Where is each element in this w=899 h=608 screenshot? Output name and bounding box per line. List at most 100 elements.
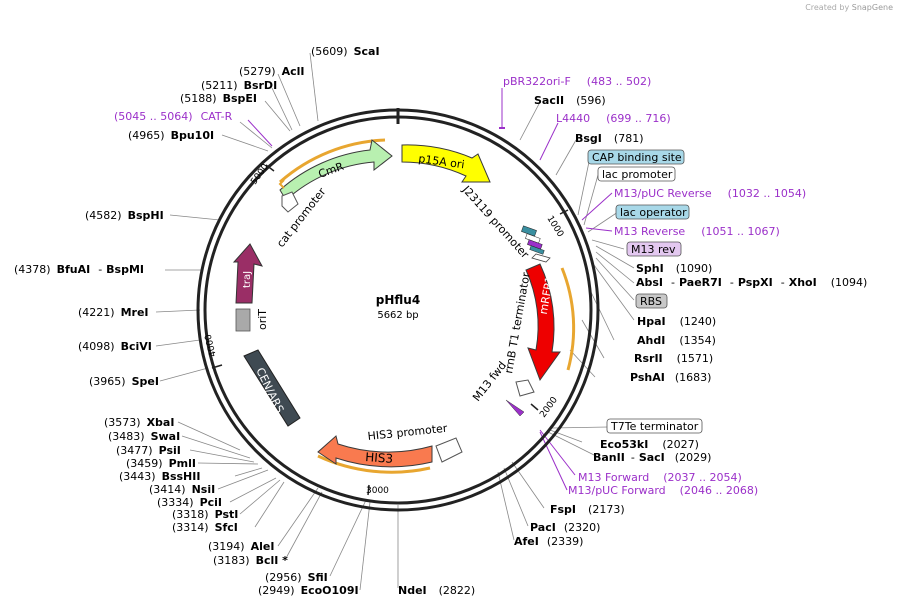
j23119-label[interactable]: J23119 promoter — [459, 183, 532, 262]
site-spei[interactable]: (3965)SpeI — [89, 375, 159, 388]
site-bsrdi[interactable]: (5211)BsrDI — [201, 79, 277, 92]
feature-cen-ars[interactable]: CEN/ARS — [243, 349, 301, 427]
svg-text:CAP binding site: CAP binding site — [592, 151, 682, 164]
m13-fwd-label: M13 fwd — [470, 359, 509, 404]
site-bsgi[interactable]: BsgI(781) — [575, 132, 644, 145]
svg-text:T7Te terminator: T7Te terminator — [610, 420, 699, 433]
site-psii[interactable]: (3477)PsiI — [116, 444, 181, 457]
credit-brand: SnapGene — [851, 3, 893, 12]
site-bspei[interactable]: (5188)BspEI — [180, 92, 257, 105]
svg-text:M13 Forward(2037 .. 2054): M13 Forward(2037 .. 2054) — [578, 471, 742, 484]
svg-text:(3314)SfcI: (3314)SfcI — [172, 521, 238, 534]
feature-rrnb-t1[interactable]: rrnB T1 terminator — [502, 271, 535, 397]
feature-lac-operator[interactable]: lac operator — [615, 204, 690, 220]
tick-marks — [211, 164, 569, 496]
site-bsphi[interactable]: (4582)BspHI — [85, 209, 164, 222]
site-ahdi[interactable]: AhdI(1354) — [637, 334, 716, 347]
site-sacii[interactable]: SacII(596) — [534, 94, 606, 107]
svg-text:M13/pUC Reverse(1032 .. 1054): M13/pUC Reverse(1032 .. 1054) — [614, 187, 806, 200]
site-bsshii[interactable]: (3443)BssHII — [119, 470, 200, 483]
svg-text:BsgI(781): BsgI(781) — [575, 132, 644, 145]
svg-text:(3414)NsiI: (3414)NsiI — [149, 483, 215, 496]
feature-rbs[interactable]: RBS — [635, 293, 668, 309]
site-pmli[interactable]: (3459)PmlI — [126, 457, 196, 470]
svg-text:Eco53kI(2027): Eco53kI(2027) — [600, 438, 699, 451]
feature-t7te-terminator[interactable]: T7Te terminator — [606, 418, 703, 434]
svg-text:(2949)EcoO109I: (2949)EcoO109I — [258, 584, 359, 597]
svg-text:(5045 .. 5064)CAT-R: (5045 .. 5064)CAT-R — [114, 110, 233, 123]
svg-text:AfeI(2339): AfeI(2339) — [514, 535, 583, 548]
leader-lines — [155, 52, 635, 591]
svg-text:(3318)PstI: (3318)PstI — [172, 508, 238, 521]
primer-m13-reverse[interactable]: M13 Reverse(1051 .. 1067) — [614, 225, 780, 238]
site-pcii[interactable]: (3334)PciI — [157, 496, 222, 509]
site-xbai[interactable]: (3573)XbaI — [104, 416, 174, 429]
site-pshai[interactable]: PshAI(1683) — [630, 371, 711, 384]
feature-cap-site[interactable]: CAP binding site — [587, 149, 685, 165]
site-paci[interactable]: PacI(2320) — [530, 521, 600, 534]
p15a-ori-label: p15A ori — [418, 152, 466, 171]
tick-label-2000: 2000 — [538, 395, 560, 420]
site-nsii[interactable]: (3414)NsiI — [149, 483, 215, 496]
site-bpu10i[interactable]: (4965)Bpu10I — [128, 129, 214, 142]
primer-m13-pucrev[interactable]: M13/pUC Reverse(1032 .. 1054) — [614, 187, 806, 200]
site-ndei[interactable]: NdeI(2822) — [398, 584, 475, 597]
feature-m13-rev[interactable]: M13 rev — [626, 241, 682, 257]
feature-p15a-ori[interactable]: p15A ori — [401, 144, 491, 183]
site-sfii[interactable]: (2956)SfiI — [265, 571, 328, 584]
feature-mrfp1[interactable]: mRFP1 — [525, 263, 576, 382]
svg-text:(3334)PciI: (3334)PciI — [157, 496, 222, 509]
site-afei[interactable]: AfeI(2339) — [514, 535, 583, 548]
site-scai[interactable]: (5609)ScaI — [311, 45, 380, 58]
site-psti[interactable]: (3318)PstI — [172, 508, 238, 521]
primer-m13-forward[interactable]: M13 Forward(2037 .. 2054) — [578, 471, 742, 484]
svg-text:M13 Reverse(1051 .. 1067): M13 Reverse(1051 .. 1067) — [614, 225, 780, 238]
site-rsrii[interactable]: RsrII(1571) — [634, 352, 713, 365]
svg-text:(2956)SfiI: (2956)SfiI — [265, 571, 328, 584]
site-sfci[interactable]: (3314)SfcI — [172, 521, 238, 534]
svg-text:(3477)PsiI: (3477)PsiI — [116, 444, 181, 457]
feature-small-markers — [521, 225, 551, 263]
primer-pbr322ori-f[interactable]: pBR322ori-F(483 .. 502) — [503, 75, 651, 88]
svg-text:(3483)SwaI: (3483)SwaI — [108, 430, 180, 443]
primer-cat-r[interactable]: (5045 .. 5064)CAT-R — [114, 110, 233, 123]
site-sphi[interactable]: SphI(1090) — [636, 262, 712, 275]
site-acli[interactable]: (5279)AclI — [239, 65, 304, 78]
site-bcli[interactable]: (3183)BclI * — [213, 554, 288, 567]
plasmid-name: pHflu4 — [376, 293, 420, 307]
site-banii[interactable]: BanII-SacI(2029) — [593, 451, 711, 464]
primer-m13-pucfwd[interactable]: M13/pUC Forward(2046 .. 2068) — [568, 484, 758, 497]
site-bfuai[interactable]: (4378)BfuAI-BspMI — [14, 263, 144, 276]
site-mrei[interactable]: (4221)MreI — [78, 306, 149, 319]
site-hpai[interactable]: HpaI(1240) — [637, 315, 716, 328]
svg-text:RBS: RBS — [640, 295, 662, 308]
his3-label: HIS3 — [365, 450, 394, 466]
snapgene-credit: Created by SnapGene — [805, 3, 893, 12]
svg-text:HpaI(1240): HpaI(1240) — [637, 315, 716, 328]
site-swai[interactable]: (3483)SwaI — [108, 430, 180, 443]
site-fspi[interactable]: FspI(2173) — [550, 503, 625, 516]
right-site-labels: NdeI(2822) AfeI(2339) PacI(2320) FspI(21… — [398, 75, 867, 597]
left-site-labels: (5609)ScaI (5279)AclI (5211)BsrDI (5188)… — [14, 45, 380, 597]
feature-his3[interactable]: HIS3 — [317, 435, 433, 474]
svg-text:(3194)AleI: (3194)AleI — [208, 540, 274, 553]
svg-text:M13/pUC Forward(2046 .. 2068): M13/pUC Forward(2046 .. 2068) — [568, 484, 758, 497]
feature-oriT[interactable]: oriT — [235, 308, 269, 332]
site-alei[interactable]: (3194)AleI — [208, 540, 274, 553]
rrnb-t1-label: rrnB T1 terminator — [502, 271, 533, 375]
site-eco53ki[interactable]: Eco53kI(2027) — [600, 438, 699, 451]
svg-text:(4965)Bpu10I: (4965)Bpu10I — [128, 129, 214, 142]
feature-lac-promoter[interactable]: lac promoter — [597, 166, 676, 182]
site-bcivi[interactable]: (4098)BciVI — [78, 340, 152, 353]
tick-label-1000: 1000 — [544, 214, 565, 239]
svg-text:(4098)BciVI: (4098)BciVI — [78, 340, 152, 353]
feature-traJ[interactable]: traJ — [232, 243, 263, 304]
primer-l4440[interactable]: L4440(699 .. 716) — [556, 112, 671, 125]
svg-text:(4221)MreI: (4221)MreI — [78, 306, 149, 319]
site-absi[interactable]: AbsI-PaeR7I-PspXI-XhoI(1094) — [636, 276, 867, 289]
svg-text:(5188)BspEI: (5188)BspEI — [180, 92, 257, 105]
feature-cmr[interactable]: CmR — [278, 138, 393, 201]
plasmid-size: 5662 bp — [377, 310, 418, 321]
site-eco0109i[interactable]: (2949)EcoO109I — [258, 584, 359, 597]
